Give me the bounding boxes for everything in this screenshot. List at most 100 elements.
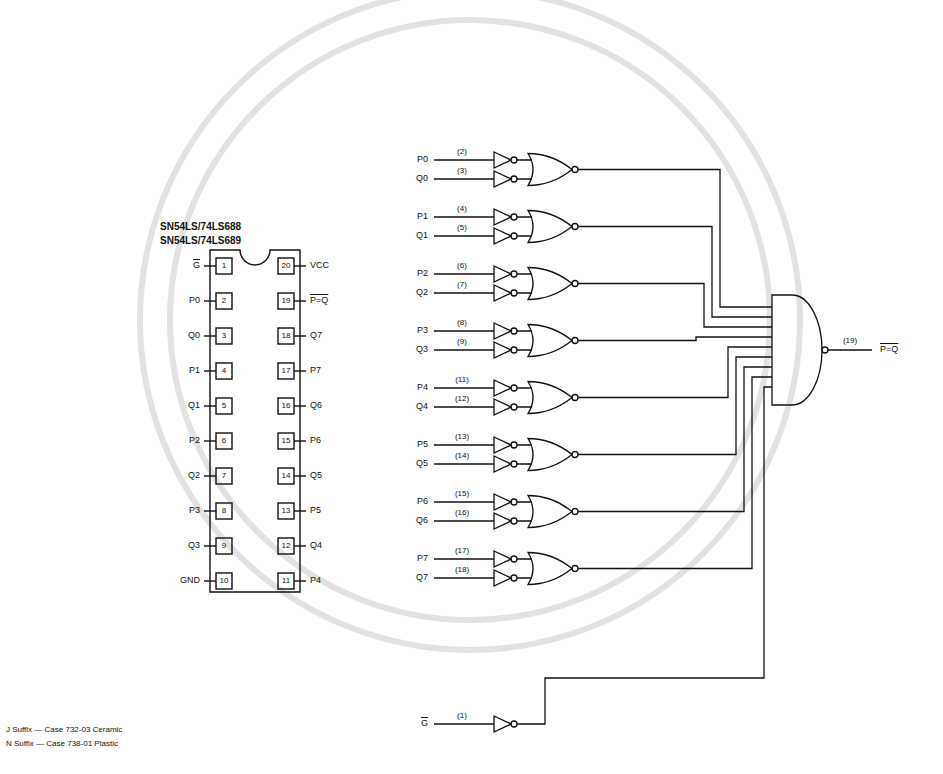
signal-name: P0 [417, 155, 428, 165]
pin-name: Q6 [310, 401, 322, 411]
input-wire [434, 406, 494, 407]
gate-bubble [572, 509, 578, 515]
signal-name: P1 [417, 212, 428, 222]
gate-bubble [822, 347, 828, 353]
signal-name: P7 [417, 554, 428, 564]
pin-lead [204, 300, 216, 301]
signal-name: Q4 [416, 402, 428, 412]
input-wire [434, 159, 494, 160]
signal-name: P4 [417, 383, 428, 393]
pin-name: G [193, 261, 200, 271]
pin-name: P0 [189, 296, 200, 306]
inverter-bubble [511, 499, 517, 505]
pin-name: Q7 [310, 331, 322, 341]
signal-name: Q5 [416, 459, 428, 469]
nor-gate [528, 325, 572, 357]
pin-pad [278, 363, 294, 379]
pin-number: 14 [282, 472, 291, 481]
pin-number: (11) [455, 376, 469, 385]
pin-pad [278, 503, 294, 519]
pin-name: Q5 [310, 471, 322, 481]
gate-output-wire [578, 284, 772, 328]
signal-name: Q3 [416, 345, 428, 355]
pin-name: GND [180, 576, 200, 586]
inverter-symbol [494, 513, 511, 529]
pin-name: Q0 [188, 331, 200, 341]
pin-pad [278, 328, 294, 344]
nor-gate [528, 496, 572, 528]
pin-pad [278, 258, 294, 274]
pin-number: (6) [457, 262, 467, 271]
gate-bubble [572, 452, 578, 458]
input-wire [434, 558, 494, 559]
inverter-symbol [494, 171, 511, 187]
pin-number: (13) [455, 433, 469, 442]
pin-number: (9) [457, 338, 467, 347]
pin-number: 2 [222, 297, 226, 306]
pin-pad [216, 468, 232, 484]
pin-lead [294, 335, 306, 336]
signal-name: P2 [417, 269, 428, 279]
pin-pad [216, 293, 232, 309]
input-wire [434, 178, 494, 179]
pin-name: VCC [310, 261, 329, 271]
pin-pad [278, 468, 294, 484]
pin-lead [204, 405, 216, 406]
inverter-symbol [494, 152, 511, 168]
inverter-bubble [511, 442, 517, 448]
part-number: SN54LS/74LS689 [160, 235, 241, 246]
nor-gate [528, 268, 572, 300]
pin-number: 9 [222, 542, 226, 551]
pin-lead [294, 405, 306, 406]
gate-output-wire [578, 227, 772, 318]
package-outline [210, 250, 300, 592]
input-wire [434, 273, 494, 274]
gate-input-wire [517, 274, 532, 293]
pin-lead [204, 580, 216, 581]
pin-lead [294, 580, 306, 581]
inverter-symbol [494, 570, 511, 586]
pin-number: 5 [222, 402, 226, 411]
input-wire [434, 444, 494, 445]
inverter-symbol [494, 266, 511, 282]
pin-lead [294, 265, 306, 266]
gate-bubble [572, 566, 578, 572]
pin-number: 17 [282, 367, 291, 376]
pin-pad [216, 328, 232, 344]
inverter-bubble [511, 271, 517, 277]
inverter-bubble [511, 575, 517, 581]
pin-number: (3) [457, 167, 467, 176]
pin-name: P7 [310, 366, 321, 376]
pin-lead [204, 475, 216, 476]
inverter-bubble [511, 385, 517, 391]
pin-name: Q4 [310, 541, 322, 551]
pin-pad [278, 398, 294, 414]
nor-gate [528, 154, 572, 186]
pin-number: (18) [455, 566, 469, 575]
input-wire [434, 501, 494, 502]
input-wire [434, 349, 494, 350]
pin-number: (14) [455, 452, 469, 461]
input-wire [434, 330, 494, 331]
pin-name: Q1 [188, 401, 200, 411]
pin-pad [216, 573, 232, 589]
gate-bubble [572, 281, 578, 287]
pin-number: 13 [282, 507, 291, 516]
package-note: J Suffix — Case 732-03 Ceramic [6, 726, 122, 735]
inverter-symbol [494, 228, 511, 244]
pin-number: 12 [282, 542, 291, 551]
signal-name: P3 [417, 326, 428, 336]
inverter-bubble [511, 518, 517, 524]
pin-number: 16 [282, 402, 291, 411]
signal-name: Q7 [416, 573, 428, 583]
pin-number: (17) [455, 547, 469, 556]
pin-number: 18 [282, 332, 291, 341]
pin-lead [204, 510, 216, 511]
pin-number: 4 [222, 367, 226, 376]
input-wire [434, 216, 494, 217]
gate-input-wire [517, 160, 532, 179]
inverter-bubble [511, 233, 517, 239]
pin-number: 7 [222, 472, 226, 481]
inverter-bubble [511, 721, 517, 727]
